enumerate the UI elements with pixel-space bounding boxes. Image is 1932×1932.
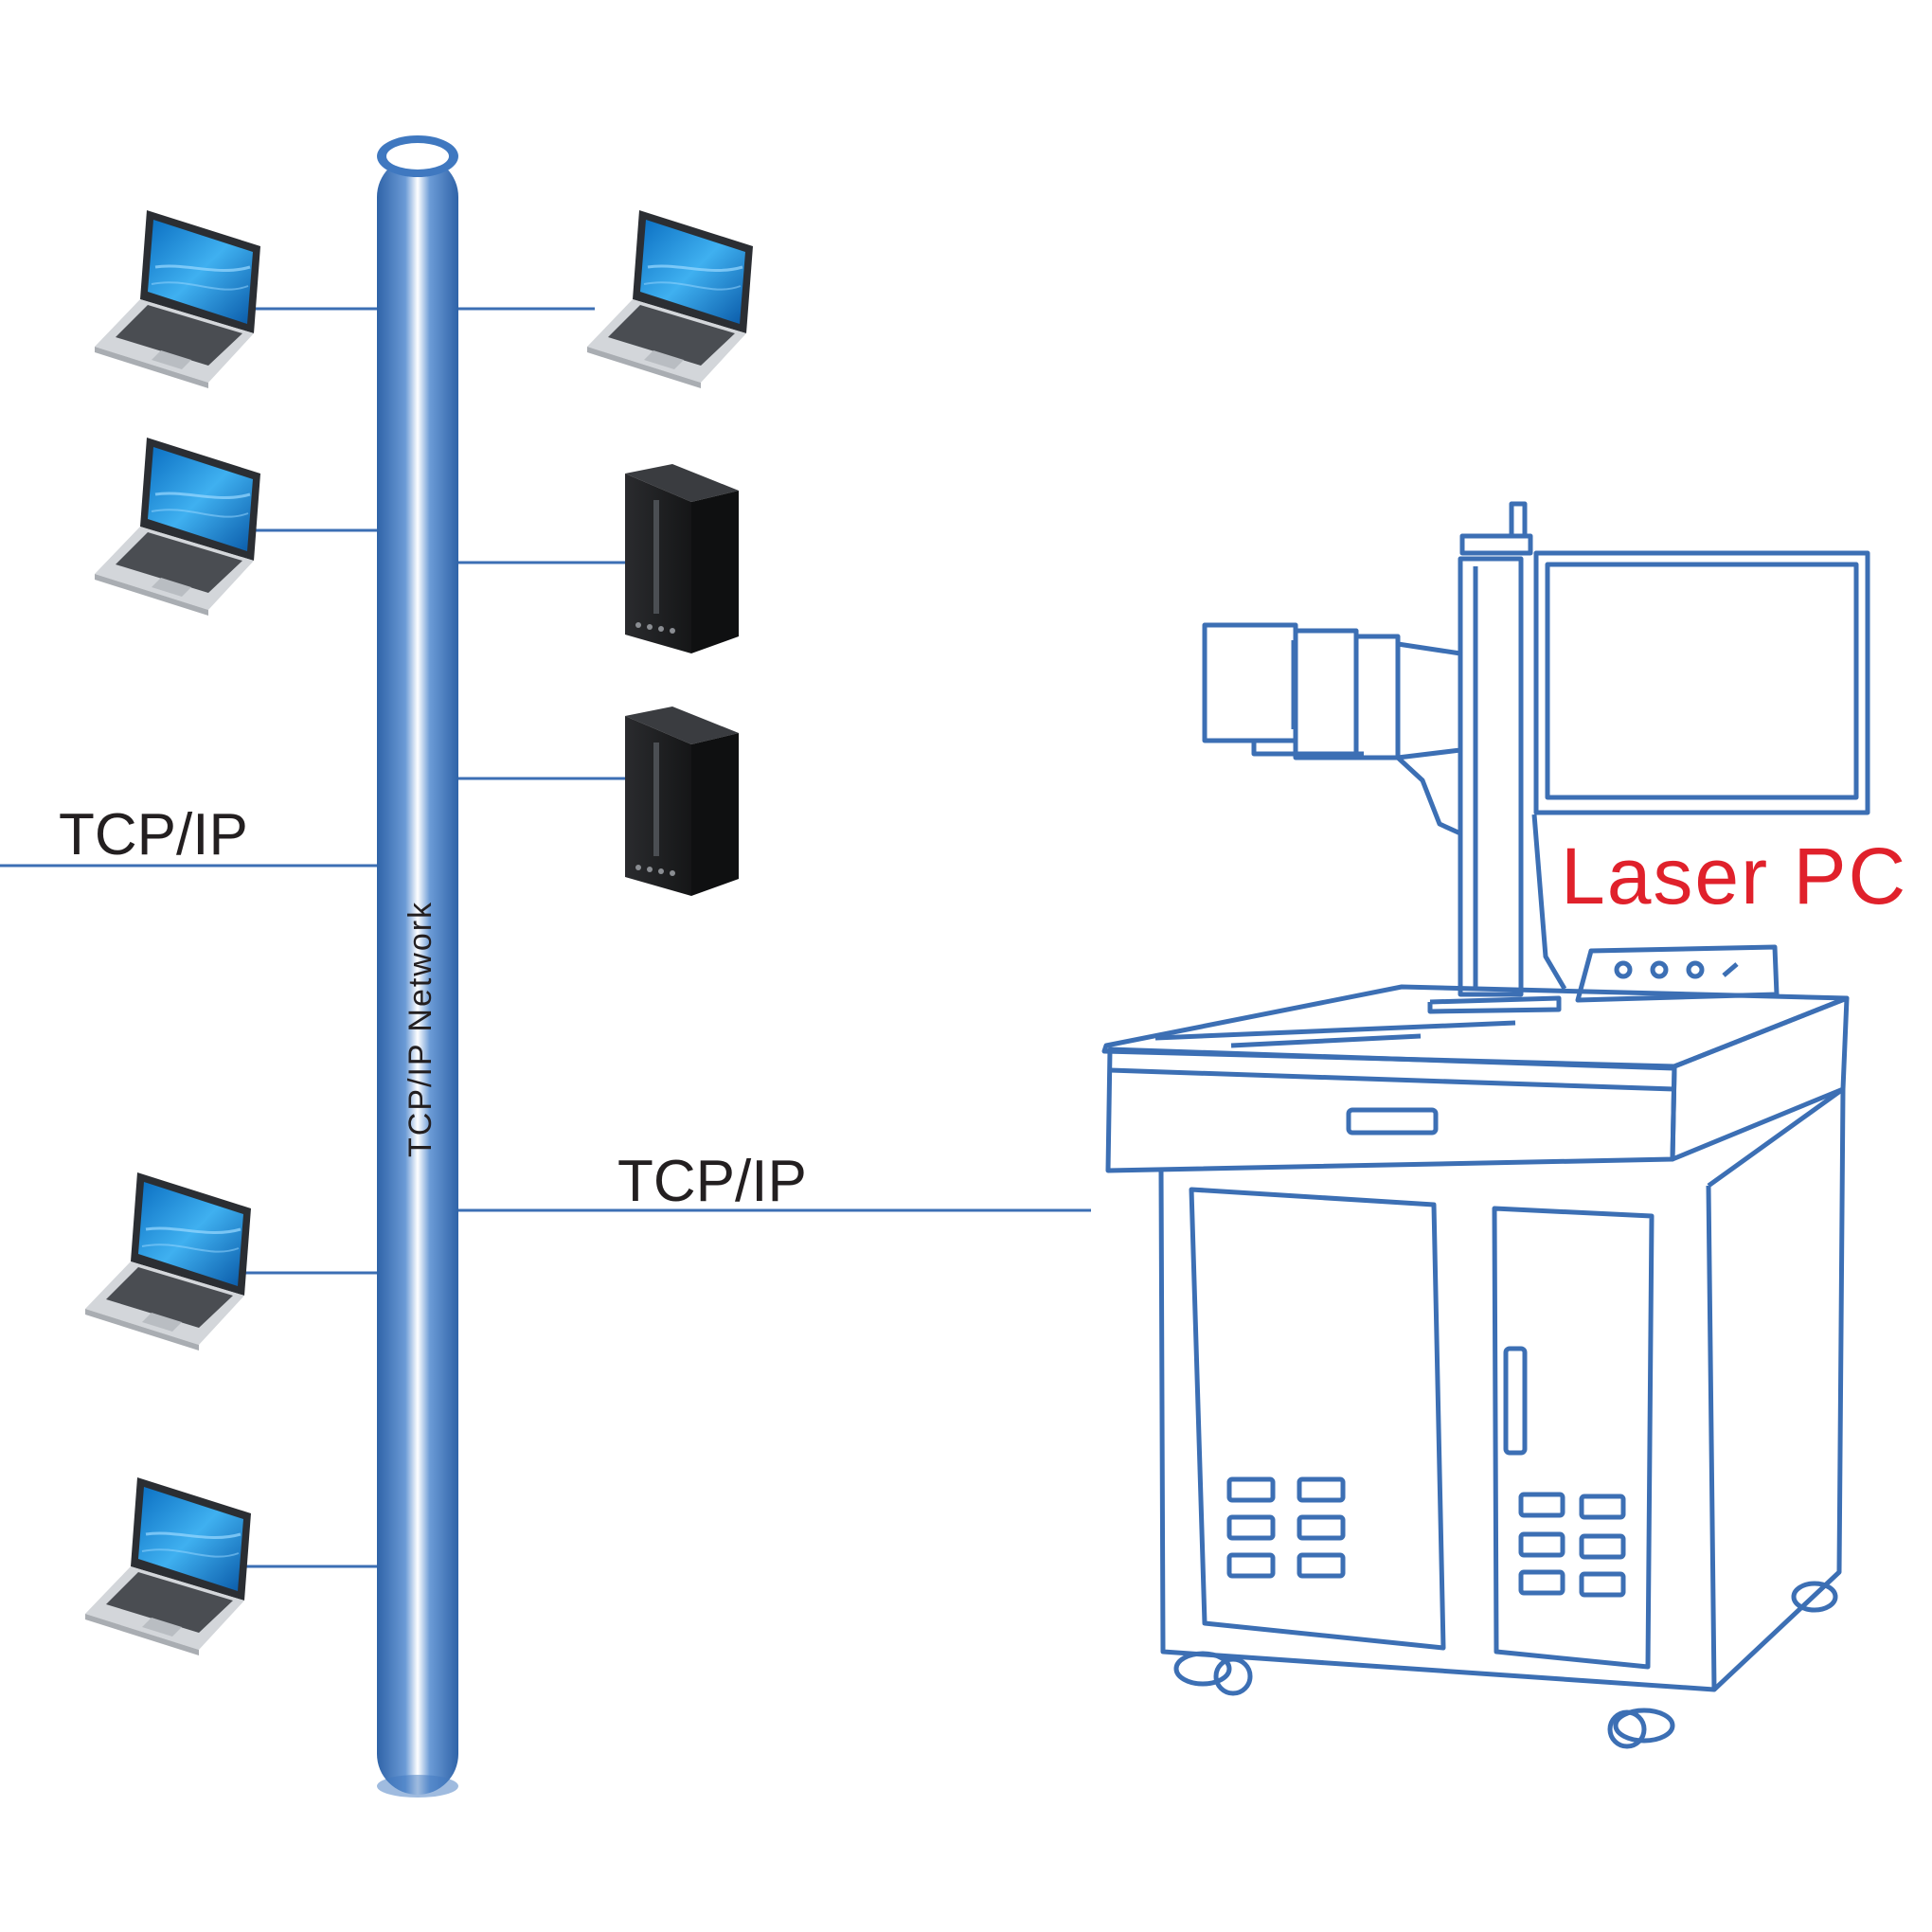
laser-marking-machine-icon <box>1101 501 1870 1749</box>
desktop-tower-icon <box>625 464 739 653</box>
laptop-icon <box>83 1476 253 1657</box>
connection-lines <box>0 307 1091 1568</box>
tcpip-label-left: TCP/IP <box>59 802 248 868</box>
laptop-icon <box>585 208 755 390</box>
pipe-label: TCP/IP Network <box>402 901 438 1157</box>
laser-pc-label: Laser PC <box>1561 832 1907 921</box>
laptop-icon <box>93 436 262 617</box>
laptop-icon <box>93 208 262 390</box>
network-pipe <box>377 135 458 1798</box>
tcpip-label-middle: TCP/IP <box>617 1149 807 1214</box>
laptop-icon <box>83 1171 253 1352</box>
desktop-tower-icon <box>625 707 739 896</box>
